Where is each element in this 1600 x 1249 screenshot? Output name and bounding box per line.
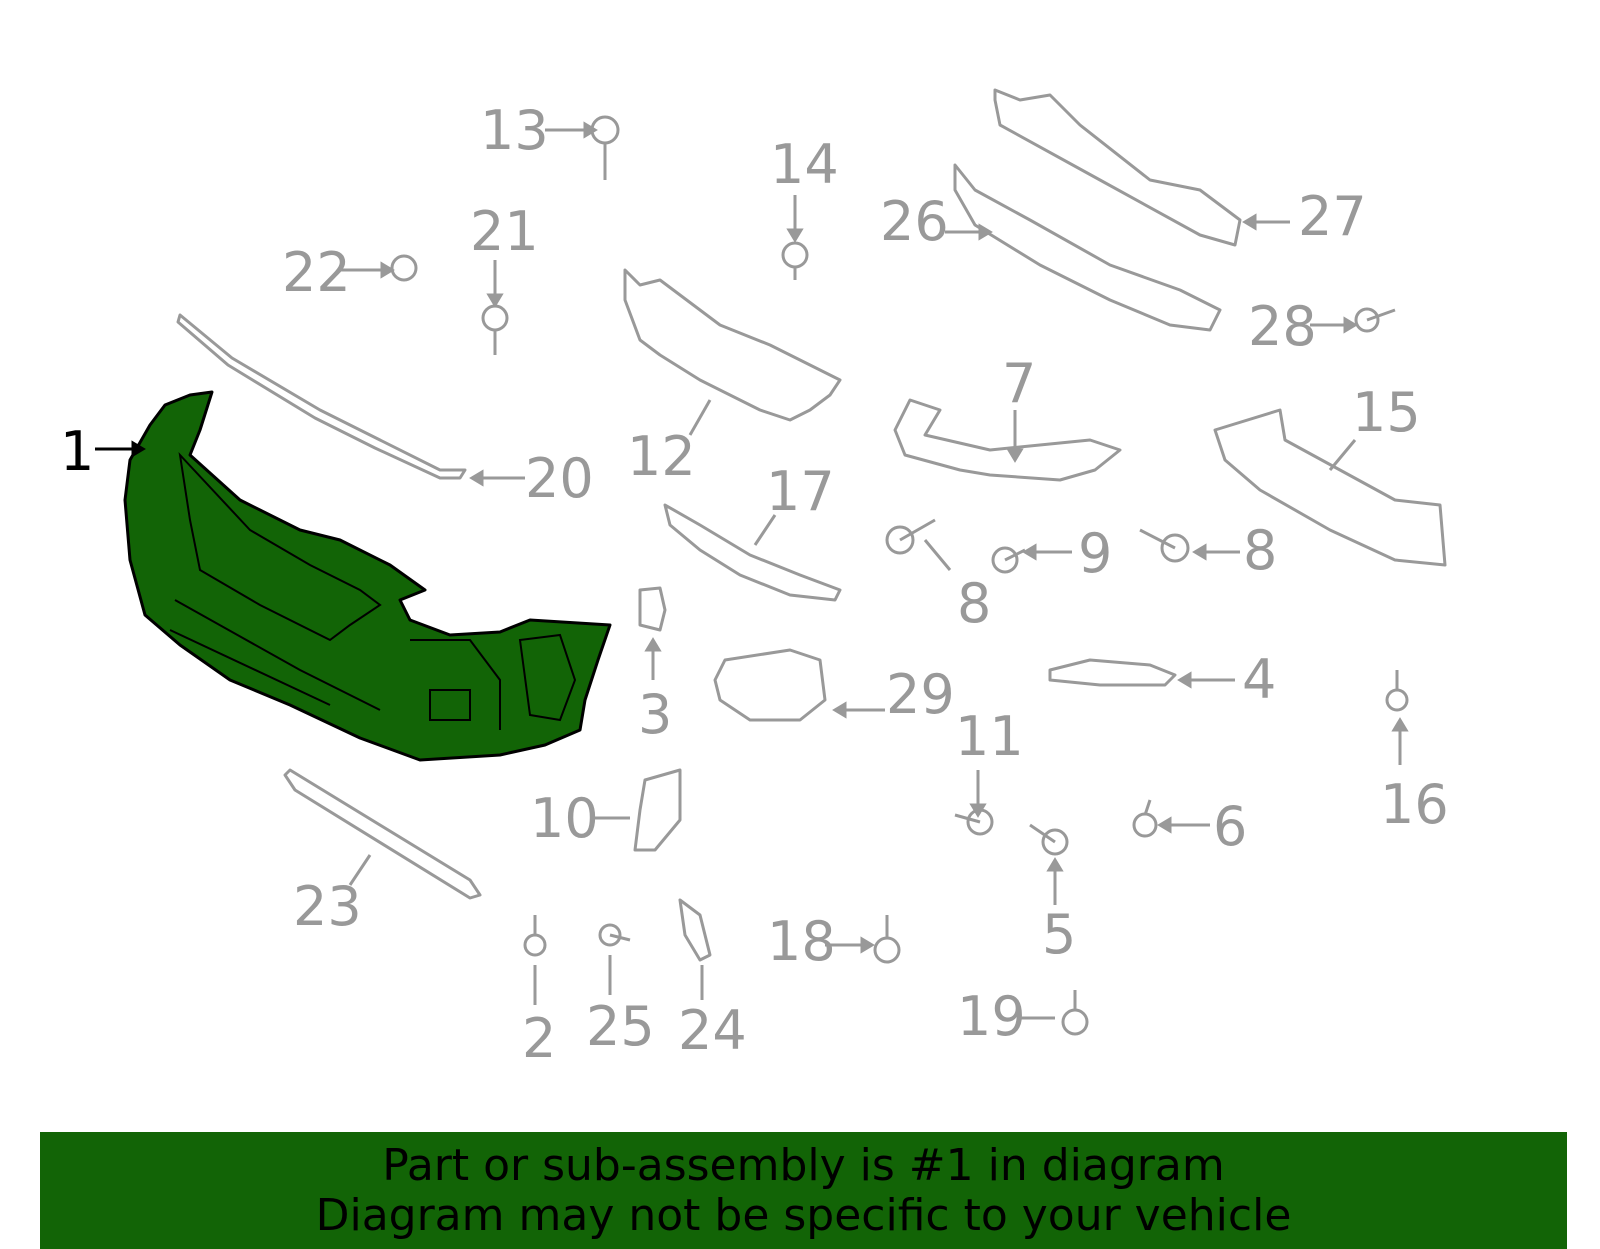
callout-12[interactable]: 12 xyxy=(627,425,696,488)
callout-28[interactable]: 28 xyxy=(1248,295,1317,358)
info-banner: Part or sub-assembly is #1 in diagram Di… xyxy=(40,1132,1567,1249)
callout-25[interactable]: 25 xyxy=(586,995,655,1058)
callout-4[interactable]: 4 xyxy=(1242,648,1277,711)
callout-3[interactable]: 3 xyxy=(638,683,673,746)
leader-arrows xyxy=(340,121,1409,1020)
callout-23[interactable]: 23 xyxy=(293,875,362,938)
banner-line-1: Part or sub-assembly is #1 in diagram xyxy=(382,1139,1225,1191)
callout-8[interactable]: 8 xyxy=(957,572,992,635)
callout-10[interactable]: 10 xyxy=(530,787,599,850)
part-1-bumper-cover[interactable] xyxy=(123,390,612,762)
callout-9[interactable]: 9 xyxy=(1078,522,1113,585)
callout-7[interactable]: 7 xyxy=(1002,352,1037,415)
callout-13[interactable]: 13 xyxy=(480,99,549,162)
callout-14[interactable]: 14 xyxy=(770,133,839,196)
callout-21[interactable]: 21 xyxy=(470,200,539,263)
part-1-arrow xyxy=(95,440,146,458)
callout-27[interactable]: 27 xyxy=(1298,185,1367,248)
callout-6[interactable]: 6 xyxy=(1213,795,1248,858)
callout-15[interactable]: 15 xyxy=(1352,381,1421,444)
callout-5[interactable]: 5 xyxy=(1042,903,1077,966)
callout-29[interactable]: 29 xyxy=(886,663,955,726)
banner-line-2: Diagram may not be specific to your vehi… xyxy=(315,1189,1292,1241)
callout-17[interactable]: 17 xyxy=(766,460,835,523)
callout-20[interactable]: 20 xyxy=(525,447,594,510)
callout-8[interactable]: 8 xyxy=(1243,519,1278,582)
callout-24[interactable]: 24 xyxy=(678,999,747,1062)
callout-19[interactable]: 19 xyxy=(957,985,1026,1048)
other-parts xyxy=(176,88,1447,962)
callout-11[interactable]: 11 xyxy=(955,705,1024,768)
callout-22[interactable]: 22 xyxy=(282,241,351,304)
parts-diagram xyxy=(95,88,1447,1036)
callout-26[interactable]: 26 xyxy=(880,190,949,253)
callout-18[interactable]: 18 xyxy=(767,910,836,973)
callout-1[interactable]: 1 xyxy=(60,420,95,483)
callout-16[interactable]: 16 xyxy=(1380,773,1449,836)
callout-2[interactable]: 2 xyxy=(522,1007,557,1070)
